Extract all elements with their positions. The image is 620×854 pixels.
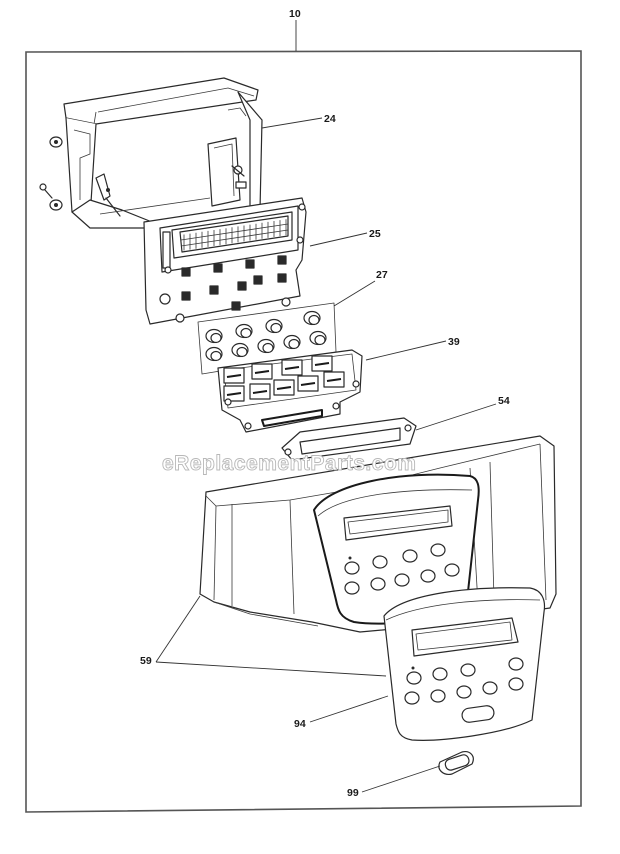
part-94-overlay[interactable] [383,587,546,741]
button-cap-set [205,310,327,362]
callout-25[interactable]: 25 [309,228,381,247]
overlay-button [460,663,476,677]
part-59-front-housing[interactable] [199,435,557,633]
housing-button [444,563,460,577]
housing-button [344,561,360,575]
tact-switch [237,281,247,291]
overlay-button [406,671,422,685]
tact-switch [277,273,287,283]
callout-27[interactable]: 27 [333,269,388,307]
keypad-contact [276,386,292,390]
tact-switch [245,259,255,269]
part-99-insert[interactable] [438,751,474,775]
keypad-contact [284,366,300,370]
callout-24[interactable]: 24 [261,113,336,129]
overlay-button [508,657,524,671]
overlay-button [508,677,524,691]
tact-switch [213,263,223,273]
overlay-button [432,667,448,681]
button-cap-top [262,342,274,354]
overlay-button [404,691,420,705]
housing-button [420,569,436,583]
button-cap-top [240,327,252,339]
button-cap-top [210,350,222,362]
callout-27-label: 27 [376,269,388,281]
callout-54[interactable]: 54 [415,395,510,431]
tact-switch [209,285,219,295]
button-cap-top [270,322,282,334]
housing-button [372,555,388,569]
callout-39-label: 39 [448,336,460,348]
keypad-contact [300,382,316,386]
keypad-contact [226,374,242,378]
part-39-keypad-holder[interactable] [217,349,363,433]
tact-switch [231,301,241,311]
callout-54-label: 54 [498,395,510,407]
overlay-button [482,681,498,695]
callout-99[interactable]: 99 [347,765,441,799]
watermark-text: eReplacementParts.com [162,452,416,475]
keypad-contact [314,362,330,366]
keypad-contact [326,378,342,382]
indicator-led [411,666,415,670]
drawing-frame [25,50,582,813]
tact-switch [181,267,191,277]
button-cap-top [314,334,326,346]
tact-switch [181,291,191,301]
housing-button [430,543,446,557]
callout-94-label: 94 [294,718,306,730]
button-cap-top [308,314,320,326]
keypad-contact-cells [223,355,345,402]
pcb-tact-switches [181,255,287,311]
housing-button [344,581,360,595]
callout-24-label: 24 [324,113,336,125]
housing-button [394,573,410,587]
button-cap-top [210,332,222,344]
overlay-keypad-buttons [404,657,524,705]
indicator-led [348,556,352,560]
part-24-bracket[interactable] [39,77,263,229]
callout-39[interactable]: 39 [365,336,460,361]
housing-button [370,577,386,591]
callout-59-label: 59 [140,655,152,667]
callout-94[interactable]: 94 [294,695,389,730]
assembly-callout[interactable]: 10 [289,8,301,51]
callout-25-label: 25 [369,228,381,240]
part-54-window-gasket[interactable] [281,417,417,461]
keypad-contact [252,390,268,394]
lcd-character-grid [183,219,287,251]
tact-switch [253,275,263,285]
overlay-button [456,685,472,699]
tact-switch [277,255,287,265]
callout-59[interactable]: 59 [140,595,387,677]
housing-button [402,549,418,563]
part-25-display-board[interactable] [143,197,307,325]
keypad-contact [254,370,270,374]
overlay-button [430,689,446,703]
assembly-number-label: 10 [289,8,301,20]
keypad-contact [226,392,242,396]
button-cap-top [236,346,248,358]
callout-99-label: 99 [347,787,359,799]
button-cap-top [288,338,300,350]
housing-keypad-buttons [344,543,460,595]
